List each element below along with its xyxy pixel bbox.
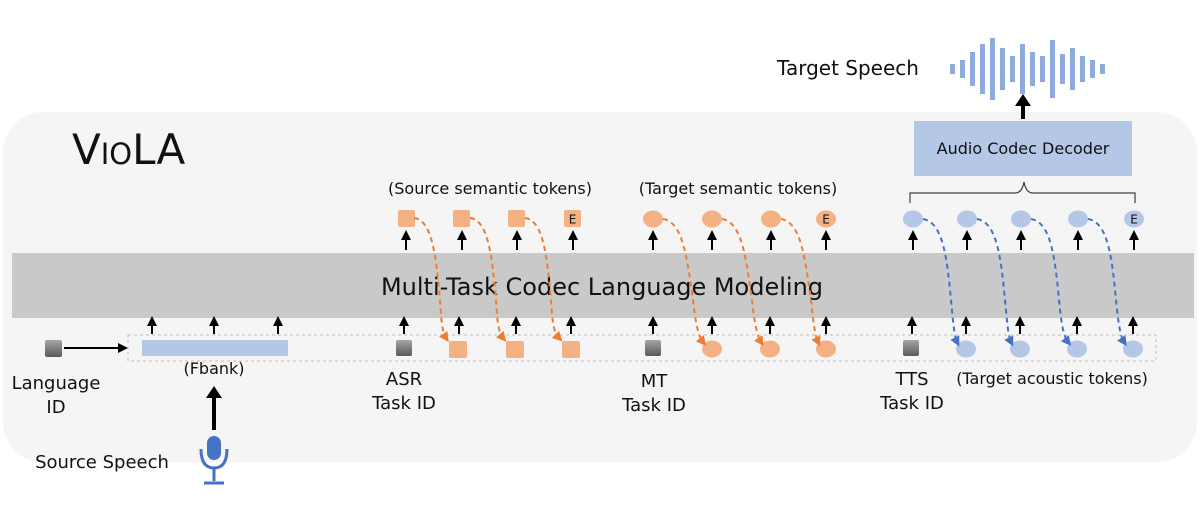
tts-task-id-token bbox=[903, 340, 919, 356]
source-semantic-input-tokens bbox=[449, 341, 580, 358]
semantic-feedback-arrows bbox=[413, 217, 821, 347]
mt-label-2: Task ID bbox=[621, 395, 686, 416]
target-speech-arrowhead bbox=[1015, 94, 1031, 106]
language-id-token bbox=[45, 340, 62, 357]
asr-label-2: Task ID bbox=[371, 393, 436, 414]
decoder-label: Audio Codec Decoder bbox=[937, 139, 1110, 158]
target-acoustic-tokens bbox=[903, 210, 1144, 228]
language-id-label-1: Language bbox=[12, 373, 101, 394]
target-semantic-tokens bbox=[643, 210, 836, 228]
source-end-token-label: E bbox=[569, 213, 577, 227]
output-arrows bbox=[401, 230, 1139, 250]
mt-label-1: MT bbox=[641, 371, 669, 392]
viola-title: VioLA bbox=[72, 125, 185, 174]
microphone-icon bbox=[199, 436, 229, 485]
target-acoustic-end-token-label: E bbox=[1130, 213, 1138, 227]
fbank-label: (Fbank) bbox=[183, 359, 244, 378]
source-semantic-label: (Source semantic tokens) bbox=[388, 179, 592, 198]
tts-label-1: TTS bbox=[894, 369, 928, 390]
tts-label-2: Task ID bbox=[879, 393, 944, 414]
source-semantic-tokens bbox=[398, 210, 581, 227]
target-speech-label: Target Speech bbox=[776, 56, 919, 80]
waveform-icon bbox=[950, 38, 1105, 100]
band-label: Multi-Task Codec Language Modeling bbox=[381, 273, 823, 301]
input-arrows bbox=[147, 316, 1138, 334]
audio-codec-decoder-box bbox=[914, 121, 1132, 176]
source-speech-arrowhead bbox=[206, 386, 222, 398]
asr-label-1: ASR bbox=[386, 369, 422, 390]
source-speech-label: Source Speech bbox=[35, 452, 169, 473]
input-sequence-box bbox=[127, 334, 1157, 362]
mt-task-id-token bbox=[645, 340, 661, 356]
fbank-bar bbox=[142, 340, 288, 356]
target-acoustic-label: (Target acoustic tokens) bbox=[956, 369, 1148, 388]
asr-task-id-token bbox=[396, 340, 412, 356]
decoder-bracket bbox=[909, 181, 1136, 203]
target-semantic-end-token-label: E bbox=[822, 213, 830, 227]
target-semantic-input-tokens bbox=[702, 340, 836, 358]
acoustic-feedback-arrows bbox=[922, 218, 1127, 347]
language-id-label-2: ID bbox=[46, 397, 65, 418]
target-acoustic-input-tokens bbox=[956, 340, 1143, 358]
target-semantic-label: (Target semantic tokens) bbox=[639, 179, 837, 198]
language-model-band bbox=[12, 253, 1194, 318]
